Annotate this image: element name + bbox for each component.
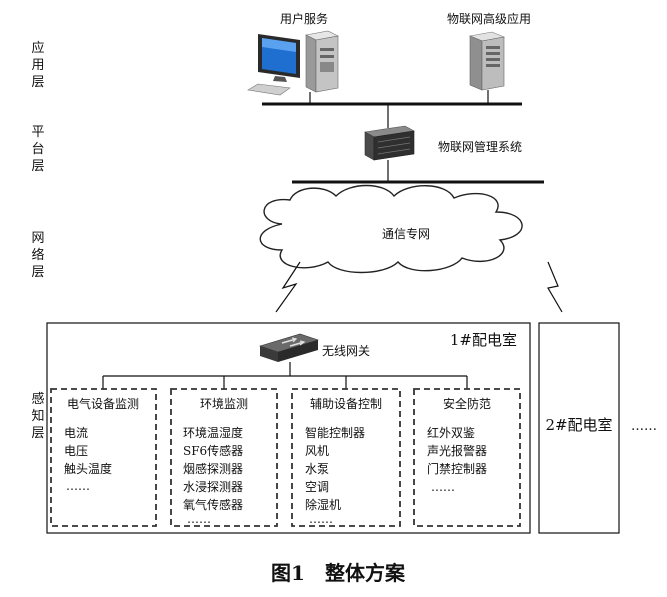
figure-caption: 图1 整体方案: [271, 561, 406, 585]
server-tower-icon: [468, 31, 506, 91]
group-item: ……: [187, 512, 211, 526]
layer-label-platform-char: 台: [31, 142, 44, 157]
layer-label-platform-char: 层: [31, 159, 44, 174]
group-item: 触头温度: [64, 461, 112, 476]
layer-label-network-char: 网: [31, 231, 44, 246]
iot-mgmt-label: 物联网管理系统: [438, 139, 522, 154]
layer-label-network-char: 络: [31, 247, 44, 263]
group-item: 智能控制器: [305, 425, 365, 440]
layer-label-network: 网 络 层: [31, 231, 44, 280]
network-label: 通信专网: [382, 226, 430, 241]
layer-label-app: 应 用 层: [31, 40, 44, 90]
group-auxiliary-frame: [291, 388, 401, 527]
group-item: 环境温湿度: [183, 425, 243, 440]
more-rooms-ellipsis: ……: [631, 419, 657, 434]
gateway-label: 无线网关: [322, 344, 370, 358]
group-security-frame: [413, 388, 521, 527]
group-item: 水浸探测器: [183, 480, 243, 494]
network-cloud-icon: [259, 184, 523, 274]
group-item: 门禁控制器: [427, 461, 487, 476]
room2-frame: [538, 322, 620, 534]
group-item: 风机: [305, 444, 329, 458]
layer-label-network-char: 层: [31, 265, 44, 280]
layer-label-platform: 平 台 层: [31, 125, 44, 174]
group-item: 红外双鉴: [427, 425, 475, 440]
layer-label-app-char: 层: [31, 75, 44, 90]
group-item: 氧气传感器: [183, 497, 243, 512]
iot-app-label: 物联网高级应用: [447, 11, 531, 26]
router-icon: [259, 333, 319, 362]
layer-label-sensing-char: 知: [31, 408, 44, 424]
user-service-label: 用户服务: [280, 11, 328, 26]
group-item: 除湿机: [305, 497, 341, 512]
layer-label-app-char: 用: [31, 58, 44, 73]
layer-label-sensing: 感 知 层: [31, 391, 44, 441]
group-title: 安全防范: [443, 396, 491, 411]
layer-label-sensing-char: 层: [31, 426, 44, 441]
group-item: 水泵: [305, 462, 329, 476]
room2-label: 2#配电室: [545, 416, 612, 434]
room1-frame: [46, 322, 531, 534]
group-title: 电气设备监测: [67, 396, 139, 411]
desktop-computer-icon: [247, 30, 339, 96]
management-server-icon: [364, 125, 415, 161]
group-item: 声光报警器: [427, 443, 487, 458]
group-title: 辅助设备控制: [310, 397, 382, 411]
wireless-link-icon: [275, 261, 301, 313]
group-item: SF6传感器: [183, 443, 243, 458]
group-item: ……: [309, 512, 333, 526]
wireless-link-icon: [547, 261, 563, 313]
layer-label-platform-char: 平: [31, 125, 44, 140]
layer-label-app-char: 应: [31, 40, 44, 56]
group-item: 电流: [64, 426, 88, 440]
layer-label-sensing-char: 感: [31, 391, 44, 407]
group-environment-frame: [170, 388, 278, 527]
group-title: 环境监测: [200, 396, 248, 411]
group-electrical-frame: [50, 388, 157, 527]
group-item: ……: [66, 479, 90, 493]
group-item: 电压: [64, 444, 88, 458]
group-item: 空调: [305, 480, 329, 494]
group-item: ……: [431, 480, 455, 494]
group-item: 烟感探测器: [183, 461, 243, 476]
room1-label: 1#配电室: [450, 331, 517, 349]
